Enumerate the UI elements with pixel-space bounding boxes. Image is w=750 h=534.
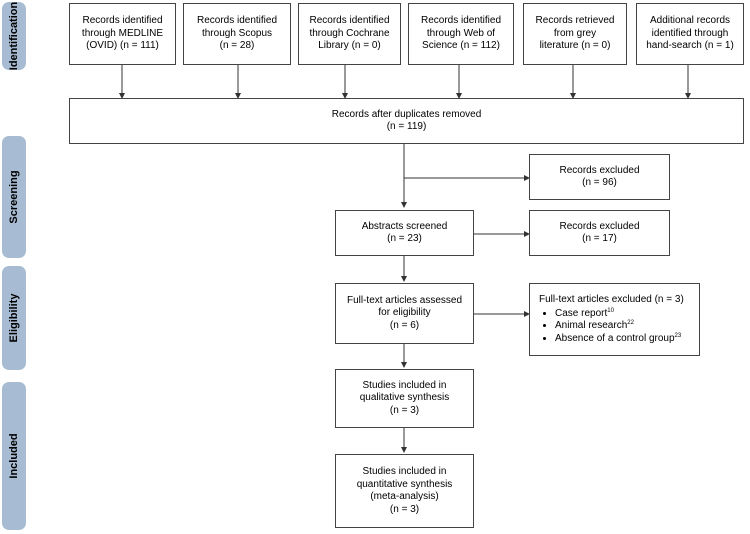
exclusion-reasons-list: Case report10 Animal research22 Absence … <box>539 308 681 346</box>
box-line: identified through <box>651 27 729 39</box>
quantitative-synthesis-box: Studies included in quantitative synthes… <box>335 454 474 528</box>
box-line: (OVID) (n = 111) <box>86 40 159 52</box>
box-line: literature (n = 0) <box>539 40 611 52</box>
source-box-scopus: Records identified through Scopus (n = 2… <box>183 3 291 65</box>
box-line: through MEDLINE <box>81 27 164 39</box>
box-line: (n = 3) <box>389 503 420 515</box>
exclusion-title: Full-text articles excluded (n = 3) <box>539 294 684 305</box>
box-line: Records retrieved <box>535 15 615 27</box>
box-line: hand-search (n = 1) <box>646 40 734 52</box>
box-line: through Scopus <box>201 27 273 39</box>
phase-eligibility: Eligibility <box>2 266 26 370</box>
duplicates-removed-box: Records after duplicates removed (n = 11… <box>69 98 744 144</box>
records-excluded-box-2: Records excluded (n = 17) <box>529 210 670 256</box>
phase-label: Eligibility <box>8 293 20 343</box>
box-line: Studies included in <box>362 466 447 477</box>
box-line: (n = 119) <box>386 121 427 132</box>
box-line: qualitative synthesis <box>359 392 450 404</box>
phase-label: Included <box>8 433 20 479</box>
source-box-web-of-science: Records identified through Web of Scienc… <box>408 3 514 65</box>
box-line: Records identified <box>309 15 390 27</box>
qualitative-synthesis-box: Studies included in qualitative synthesi… <box>335 369 474 428</box>
source-box-hand-search: Additional records identified through ha… <box>636 3 744 65</box>
exclusion-reason: Case report10 <box>555 308 681 321</box>
phase-label: Identification <box>8 1 20 71</box>
abstracts-screened-box: Abstracts screened (n = 23) <box>335 210 474 256</box>
box-line: through Web of <box>426 27 496 39</box>
box-line: (n = 6) <box>389 319 420 331</box>
reference-superscript: 22 <box>627 320 634 326</box>
reason-text: Animal research <box>555 320 628 331</box>
box-line: (n = 17) <box>582 233 617 244</box>
exclusion-reason: Absence of a control group23 <box>555 333 681 346</box>
box-line: quantitative synthesis <box>356 478 453 490</box>
phase-screening: Screening <box>2 136 26 258</box>
phase-included: Included <box>2 382 26 530</box>
source-box-grey-literature: Records retrieved from grey literature (… <box>523 3 627 65</box>
box-line: Science (n = 112) <box>422 40 500 52</box>
box-line: Records identified <box>82 15 163 27</box>
reason-text: Absence of a control group <box>555 332 675 344</box>
exclusion-reason: Animal research22 <box>555 320 681 333</box>
phase-identification: Identification <box>2 2 26 70</box>
reference-superscript: 10 <box>607 307 614 314</box>
source-box-medline: Records identified through MEDLINE (OVID… <box>69 3 176 65</box>
box-line: for eligibility <box>378 307 431 319</box>
box-line: Studies included in <box>362 379 447 391</box>
box-line: (n = 3) <box>389 404 420 416</box>
box-line: Records excluded <box>559 164 640 176</box>
source-box-cochrane: Records identified through Cochrane Libr… <box>298 3 401 65</box>
box-line: Records after duplicates removed <box>331 108 482 120</box>
reason-text: Case report <box>555 307 608 319</box>
box-line: Library (n = 0) <box>318 40 381 52</box>
reference-superscript: 23 <box>674 332 682 339</box>
box-line: (n = 28) <box>219 40 255 52</box>
fulltext-assessed-box: Full-text articles assessed for eligibil… <box>335 283 474 344</box>
records-excluded-box-1: Records excluded (n = 96) <box>529 154 670 200</box>
box-line: from grey <box>553 27 597 39</box>
box-line: Records identified <box>420 15 502 27</box>
box-line: Additional records <box>649 15 731 27</box>
box-line: Records excluded <box>559 220 640 232</box>
box-line: Full-text articles assessed <box>346 294 463 306</box>
box-line: through Cochrane <box>309 27 390 39</box>
box-line: (meta-analysis) <box>370 491 439 502</box>
box-line: (n = 23) <box>387 233 422 244</box>
fulltext-excluded-box: Full-text articles excluded (n = 3) Case… <box>529 283 700 356</box>
box-line: Abstracts screened <box>361 220 448 232</box>
phase-label: Screening <box>8 170 20 224</box>
box-line: Records identified <box>196 15 278 27</box>
box-line: (n = 96) <box>582 177 617 188</box>
